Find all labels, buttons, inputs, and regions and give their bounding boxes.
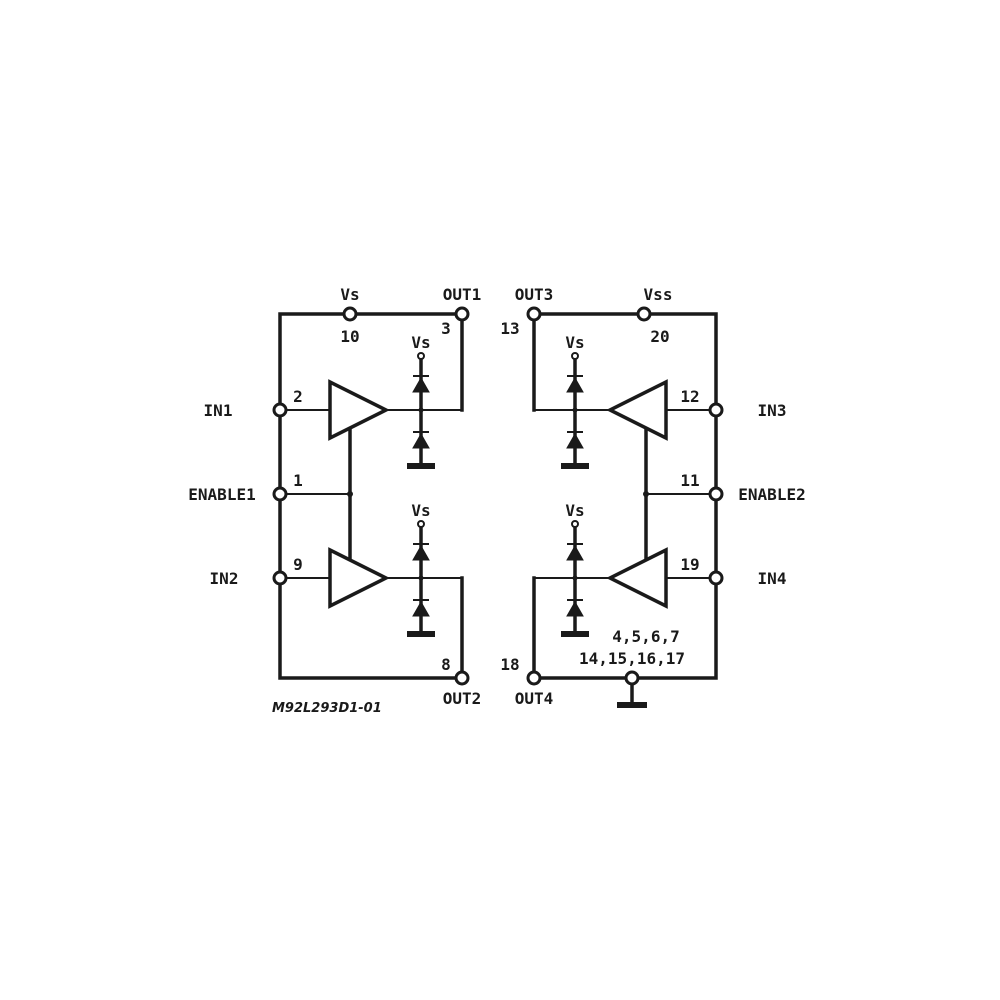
pin-number-in2: 9 (293, 555, 303, 574)
pin-out2 (454, 670, 470, 686)
vs-terminal-2 (417, 520, 425, 528)
ground-icon (407, 631, 435, 637)
vs-terminal-1 (417, 352, 425, 360)
left-bottom-rail (278, 576, 464, 680)
driver-2 (280, 520, 464, 680)
pin-terminals (272, 306, 724, 686)
left-top-rail (278, 312, 464, 580)
right-rail (532, 312, 718, 680)
pin-number-vss: 20 (650, 327, 669, 346)
pin-number-in4: 19 (680, 555, 699, 574)
pin-enable2 (708, 486, 724, 502)
ground-icon (561, 631, 589, 637)
driver-3 (532, 312, 716, 560)
driver-1 (280, 312, 464, 560)
diode-icon (566, 432, 584, 449)
diode-icon (412, 544, 430, 561)
pin-number-in3: 12 (680, 387, 699, 406)
figure-code: M92L293D1-01 (272, 701, 382, 716)
diode-icon (412, 600, 430, 617)
label-enable1: ENABLE1 (188, 485, 255, 504)
label-out4: OUT4 (515, 689, 554, 708)
buffer-amp-3 (606, 379, 668, 441)
label-out3: OUT3 (515, 285, 554, 304)
label-in2: IN2 (210, 569, 239, 588)
label-in3: IN3 (758, 401, 787, 420)
pin-gnd (624, 670, 640, 686)
pin-number-enable1: 1 (293, 471, 303, 490)
diode-icon (566, 544, 584, 561)
pin-in1 (272, 402, 288, 418)
diode-icon (412, 432, 430, 449)
ground-icon (407, 463, 435, 469)
label-vss: Vss (644, 285, 673, 304)
label-diode-vs-4: Vs (565, 501, 584, 520)
diode-icon (566, 600, 584, 617)
label-vs: Vs (340, 285, 359, 304)
ground-pins-line1: 4,5,6,7 (612, 627, 679, 646)
label-in4: IN4 (758, 569, 787, 588)
pin-number-out3: 13 (500, 319, 519, 338)
label-diode-vs-3: Vs (565, 333, 584, 352)
pin-enable1 (272, 486, 288, 502)
label-in1: IN1 (204, 401, 233, 420)
pin-number-out4: 18 (500, 655, 519, 674)
pin-number-vs: 10 (340, 327, 359, 346)
pin-number-enable2: 11 (680, 471, 699, 490)
pin-vss (636, 306, 652, 322)
buffer-amp-4 (606, 547, 668, 609)
pin-in3 (708, 402, 724, 418)
pin-in2 (272, 570, 288, 586)
label-diode-vs-2: Vs (411, 501, 430, 520)
pin-vs (342, 306, 358, 322)
diode-icon (412, 376, 430, 393)
ground-icon (561, 463, 589, 469)
driver-4 (532, 520, 716, 680)
label-diode-vs-1: Vs (411, 333, 430, 352)
ground-pins-line2: 14,15,16,17 (579, 649, 685, 668)
diode-icon (566, 376, 584, 393)
buffer-amp-1 (328, 379, 390, 441)
pin-number-out2: 8 (441, 655, 451, 674)
label-out1: OUT1 (443, 285, 482, 304)
pin-number-out1: 3 (441, 319, 451, 338)
pin-out4 (526, 670, 542, 686)
label-out2: OUT2 (443, 689, 482, 708)
outer-frame (278, 312, 718, 680)
buffer-amp-2 (328, 547, 390, 609)
ground-icon (617, 702, 647, 708)
pin-number-in1: 2 (293, 387, 303, 406)
pin-in4 (708, 570, 724, 586)
pin-out1 (454, 306, 470, 322)
vs-terminal-4 (571, 520, 579, 528)
vs-terminal-3 (571, 352, 579, 360)
pin-out3 (526, 306, 542, 322)
label-enable2: ENABLE2 (738, 485, 805, 504)
